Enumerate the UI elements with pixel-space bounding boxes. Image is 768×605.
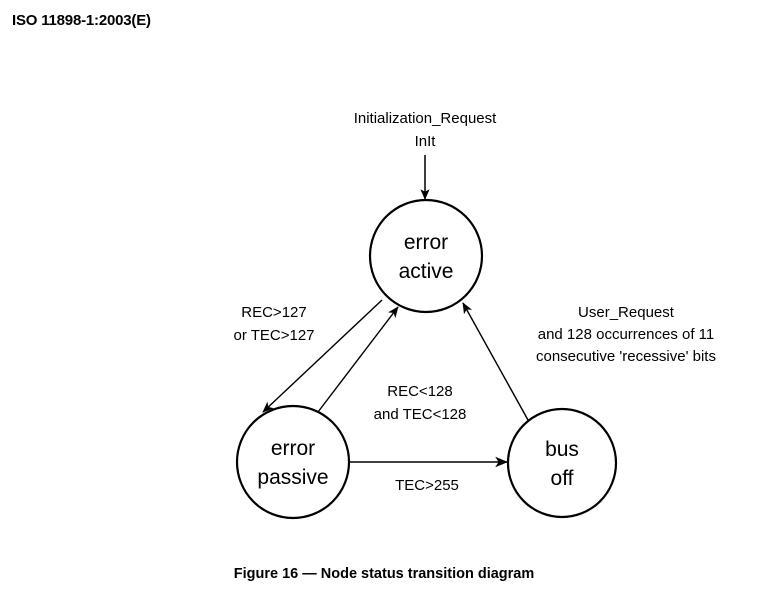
passive-to-active-arrow-line[interactable] <box>317 306 399 413</box>
state-node-error-passive[interactable]: error passive <box>235 404 351 520</box>
error-passive-label-line2: passive <box>257 466 328 489</box>
active-to-passive-label-line2: or TEC>127 <box>233 327 314 344</box>
error-passive-label-line1: error <box>271 437 315 460</box>
active-to-passive-label-line1: REC>127 <box>241 304 306 321</box>
document-header: ISO 11898-1:2003(E) <box>12 12 151 29</box>
error-active-label-line2: active <box>399 260 454 283</box>
passive-to-busoff-label: TEC>255 <box>395 477 459 494</box>
busoff-to-active-label-line2: and 128 occurrences of 11 <box>538 326 715 343</box>
error-active-label-line1: error <box>404 231 448 254</box>
entry-label-line1: Initialization_Request <box>354 110 497 127</box>
active-to-passive-arrow-line[interactable] <box>262 299 383 413</box>
passive-to-active-label-line2: and TEC<128 <box>374 406 467 423</box>
entry-label-line2: InIt <box>415 133 437 150</box>
node-status-transition-diagram: Initialization_Request InIt error active… <box>233 110 716 520</box>
error-passive-circle[interactable] <box>235 404 351 520</box>
passive-to-active-label-line1: REC<128 <box>387 383 452 400</box>
busoff-to-active-arrow-line[interactable] <box>462 302 529 421</box>
transition-passive-to-busoff[interactable]: TEC>255 <box>349 456 509 494</box>
busoff-to-active-label-line1: User_Request <box>578 304 675 321</box>
transition-active-to-passive[interactable]: REC>127 or TEC>127 <box>233 299 383 413</box>
bus-off-label-line2: off <box>551 467 574 490</box>
figure-caption: Figure 16 — Node status transition diagr… <box>233 566 535 582</box>
transition-busoff-to-active[interactable]: User_Request and 128 occurrences of 11 c… <box>462 302 716 421</box>
entry-transition-group: Initialization_Request InIt <box>354 110 497 200</box>
state-node-bus-off[interactable]: bus off <box>506 407 618 519</box>
state-node-error-active[interactable]: error active <box>368 198 484 314</box>
busoff-to-active-label-line3: consecutive 'recessive' bits <box>536 348 716 365</box>
bus-off-circle[interactable] <box>506 407 618 519</box>
bus-off-label-line1: bus <box>545 438 579 461</box>
error-active-circle[interactable] <box>368 198 484 314</box>
transition-passive-to-active[interactable]: REC<128 and TEC<128 <box>317 306 467 423</box>
